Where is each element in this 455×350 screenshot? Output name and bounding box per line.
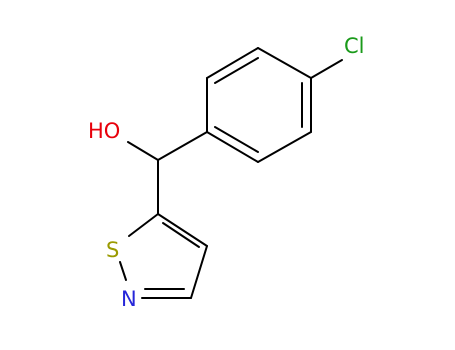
isothiazole-bond-c5-s bbox=[128, 213, 159, 237]
benzene-inner-double-bond bbox=[214, 126, 259, 153]
isothiazole-bond-c4-c5 bbox=[157, 213, 208, 247]
isothiazole-bond-s-n bbox=[119, 261, 127, 281]
sulfur-atom-label: S bbox=[106, 238, 119, 262]
chlorine-atom-label: Cl bbox=[344, 34, 365, 58]
benzene-inner-double-bond bbox=[214, 57, 259, 84]
nitrogen-atom-label: N bbox=[121, 287, 137, 311]
benzene-bond-c4-c5 bbox=[257, 131, 312, 163]
bond-ring-to-central-carbon bbox=[157, 131, 208, 161]
bond-central-carbon-to-hydroxyl bbox=[127, 141, 159, 161]
isothiazole-inner-double-bond bbox=[162, 222, 200, 248]
benzene-bond-c2-c3 bbox=[257, 47, 312, 79]
bond-ring-to-chlorine bbox=[310, 59, 343, 79]
benzene-bond-c5-c6 bbox=[206, 131, 259, 163]
hydroxyl-group-label: HO bbox=[88, 119, 120, 143]
isothiazole-bond-c3-c4 bbox=[190, 245, 208, 299]
benzene-bond-c1-c2 bbox=[206, 47, 259, 79]
